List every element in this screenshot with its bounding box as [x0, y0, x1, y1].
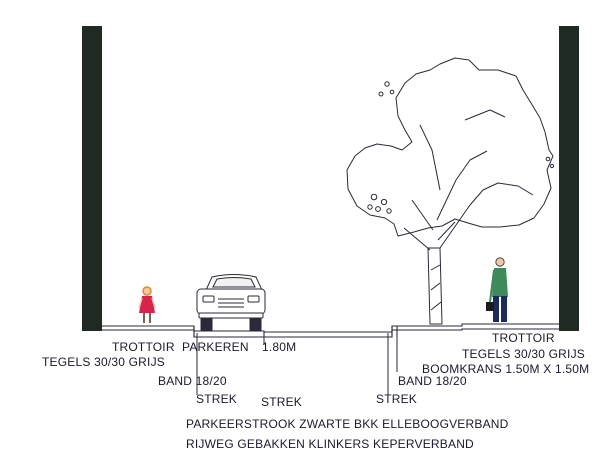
label-parkeerstrook: PARKEERSTROOK ZWARTE BKK ELLEBOOGVERBAND [186, 417, 509, 431]
label-strek-3: STREK [376, 392, 418, 406]
label-trottoir-right: TROTTOIR [492, 331, 555, 345]
label-band-right: BAND 18/20 [398, 374, 467, 388]
label-rijweg: RIJWEG GEBAKKEN KLINKERS KEPERVERBAND [186, 437, 474, 451]
ground-profile [102, 323, 559, 338]
label-parkeren: PARKEREN [182, 340, 249, 354]
label-parkeren-width: 1.80M [262, 340, 297, 354]
label-strek-1: STREK [196, 392, 238, 406]
leader-lines [196, 333, 398, 395]
label-band-left: BAND 18/20 [158, 374, 227, 388]
right-building-wall [559, 26, 579, 331]
label-tegels-right: TEGELS 30/30 GRIJS [462, 347, 585, 361]
car-icon [196, 274, 266, 332]
label-strek-2: STREK [261, 395, 303, 409]
tree-icon [346, 57, 555, 325]
left-building-wall [82, 26, 102, 331]
label-tegels-left: TEGELS 30/30 GRIJS [42, 355, 165, 369]
label-trottoir-left: TROTTOIR [112, 340, 175, 354]
label-boomkrans: BOOMKRANS 1.50M X 1.50M [422, 362, 590, 376]
child-figure [138, 286, 156, 323]
man-figure [486, 257, 508, 322]
